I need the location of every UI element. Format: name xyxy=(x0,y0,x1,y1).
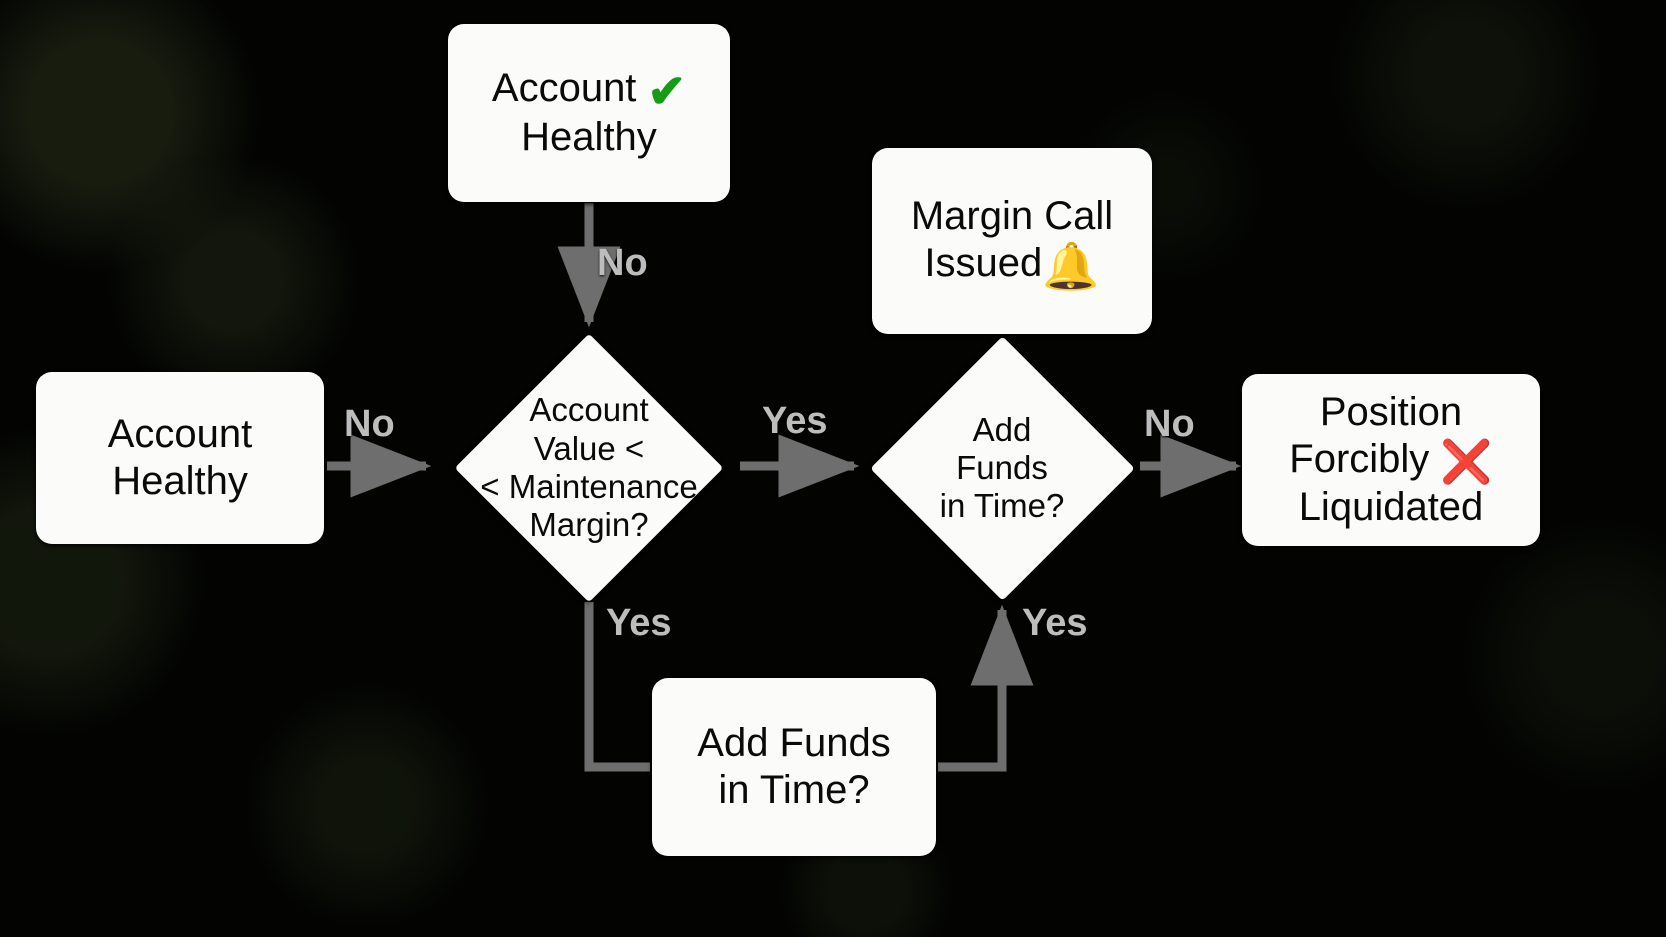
edge-label-check-to-addfunds: Yes xyxy=(762,400,828,442)
node-margin-call-issued[interactable]: Margin Call Issued🔔 xyxy=(872,148,1152,334)
node-line-2: Value < xyxy=(533,429,645,467)
edge-label-healthy-to-check: No xyxy=(597,242,648,284)
node-position-forcibly-liquidated[interactable]: Position Forcibly ❌ Liquidated xyxy=(1242,374,1540,546)
node-line-1-row: Account ✔ xyxy=(492,65,686,113)
diamond-label: Account Value < < Maintenance Margin? xyxy=(480,391,697,544)
node-account-healthy-top[interactable]: Account ✔ Healthy xyxy=(448,24,730,202)
node-add-funds-check[interactable]: Add Funds in Time? xyxy=(868,336,1136,601)
node-line-1: Add Funds xyxy=(697,720,891,765)
cross-mark-icon: ❌ xyxy=(1440,437,1493,485)
edge-label-start-to-check: No xyxy=(344,403,395,445)
node-line-1: Account xyxy=(107,411,253,456)
node-account-value-check[interactable]: Account Value < < Maintenance Margin? xyxy=(442,333,736,603)
node-line-1: Add xyxy=(972,410,1032,448)
node-line-3: < Maintenance xyxy=(480,468,698,505)
node-line-2-row: Forcibly ❌ xyxy=(1289,436,1492,483)
node-line-4: Margin? xyxy=(529,506,649,544)
node-line-1: Account xyxy=(491,66,637,111)
edge-label-addfunds-to-liquidated: No xyxy=(1144,403,1195,445)
node-line-2: Healthy xyxy=(112,459,248,503)
node-line-1: Position xyxy=(1319,390,1463,435)
check-mark-icon: ✔ xyxy=(647,64,687,117)
edge-addfunds-box-yes-up xyxy=(938,604,1034,772)
node-add-funds-in-time-box[interactable]: Add Funds in Time? xyxy=(652,678,936,856)
node-line-2: Issued xyxy=(924,241,1043,286)
node-account-healthy-start[interactable]: Account Healthy xyxy=(36,372,324,544)
node-line-2: in Time? xyxy=(718,768,870,812)
node-line-3: Liquidated xyxy=(1298,484,1484,529)
node-line-2: Funds xyxy=(956,448,1048,486)
node-line-1: Account xyxy=(529,391,649,429)
node-line-2: Forcibly xyxy=(1289,437,1430,482)
diamond-label: Add Funds in Time? xyxy=(940,411,1065,526)
edge-label-addfunds-yes-up: Yes xyxy=(1022,602,1088,644)
node-line-3: in Time? xyxy=(939,487,1065,525)
bell-icon: 🔔 xyxy=(1042,239,1100,292)
node-line-2-row: Issued🔔 xyxy=(911,240,1113,288)
edge-label-check-yes-down: Yes xyxy=(606,602,672,644)
node-line-1: Margin Call xyxy=(910,194,1114,239)
node-line-2: Healthy xyxy=(521,114,657,159)
